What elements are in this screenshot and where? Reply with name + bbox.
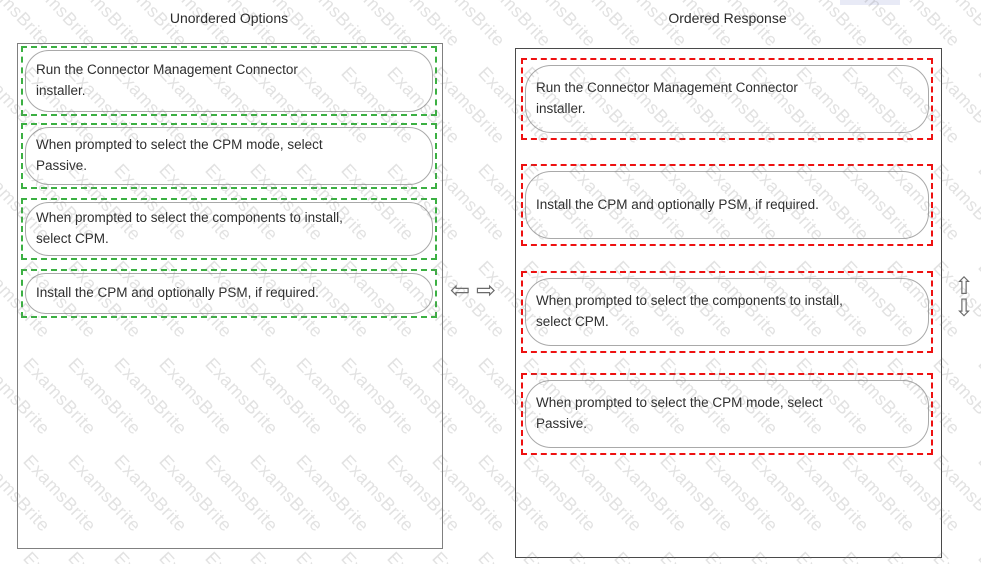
watermark-text: ExamsBrite [200, 548, 282, 564]
watermark-text: ExamsBrite [337, 548, 418, 564]
option-item[interactable]: Run the Connector Management Connector i… [25, 50, 433, 112]
ordered-slot-1[interactable]: Run the Connector Management Connector i… [521, 58, 933, 140]
option-text: When prompted to select the components t… [536, 293, 843, 329]
unordered-slot-1[interactable]: Run the Connector Management Connector i… [21, 46, 437, 116]
down-arrow-icon: ⇩ [953, 294, 975, 322]
option-text: When prompted to select the components t… [36, 210, 343, 246]
watermark-text: ExamsBrite [974, 63, 981, 148]
reorder-controls: ⇧ ⇩ [952, 272, 976, 322]
option-item[interactable]: Install the CPM and optionally PSM, if r… [25, 273, 433, 314]
watermark-text: ExamsBrite [428, 548, 509, 564]
watermark-text: ExamsBrite [18, 548, 100, 564]
option-item[interactable]: When prompted to select the CPM mode, se… [525, 380, 929, 448]
move-left-button[interactable]: ⇦ [448, 276, 472, 304]
option-text: Run the Connector Management Connector i… [536, 80, 798, 116]
ordered-response-panel: Run the Connector Management Connector i… [515, 48, 942, 558]
watermark-text: ExamsBrite [109, 548, 191, 564]
option-text: Install the CPM and optionally PSM, if r… [36, 285, 319, 301]
option-text: Run the Connector Management Connector i… [36, 62, 298, 98]
option-text: When prompted to select the CPM mode, se… [36, 137, 323, 173]
unordered-options-title: Unordered Options [169, 10, 289, 26]
watermark-text: ExamsBrite [974, 354, 981, 439]
up-arrow-icon: ⇧ [953, 272, 975, 300]
watermark-text: ExamsBrite [246, 548, 327, 564]
option-item[interactable]: Run the Connector Management Connector i… [525, 65, 929, 133]
watermark-text: ExamsBrite [974, 0, 981, 51]
option-text: Install the CPM and optionally PSM, if r… [536, 196, 819, 212]
watermark-text: ExamsBrite [382, 548, 464, 564]
option-text: When prompted to select the CPM mode, se… [536, 395, 823, 431]
ordered-slot-2[interactable]: Install the CPM and optionally PSM, if r… [521, 164, 933, 246]
highlight-streak [840, 0, 900, 5]
option-item[interactable]: When prompted to select the components t… [525, 278, 929, 346]
move-right-button[interactable]: ⇨ [474, 276, 498, 304]
watermark-text: ExamsBrite [291, 548, 373, 564]
ordered-slot-3[interactable]: When prompted to select the components t… [521, 271, 933, 353]
watermark-text: ExamsBrite [974, 451, 981, 536]
move-up-button[interactable]: ⇧ [952, 272, 976, 300]
unordered-slot-3[interactable]: When prompted to select the components t… [21, 198, 437, 260]
watermark-text: ExamsBrite [155, 548, 236, 564]
transfer-controls: ⇦ ⇨ [448, 276, 498, 304]
move-down-button[interactable]: ⇩ [952, 294, 976, 322]
right-arrow-icon: ⇨ [475, 276, 497, 304]
watermark-text: ExamsBrite [974, 160, 981, 245]
option-item[interactable]: Install the CPM and optionally PSM, if r… [525, 171, 929, 239]
left-arrow-icon: ⇦ [449, 276, 471, 304]
ordered-response-title: Ordered Response [668, 10, 787, 26]
watermark-text: ExamsBrite [64, 548, 145, 564]
option-item[interactable]: When prompted to select the CPM mode, se… [25, 127, 433, 185]
unordered-slot-2[interactable]: When prompted to select the CPM mode, se… [21, 123, 437, 189]
watermark-text: ExamsBrite [0, 548, 54, 564]
ordered-slot-4[interactable]: When prompted to select the CPM mode, se… [521, 373, 933, 455]
watermark-text: ExamsBrite [974, 548, 981, 564]
unordered-slot-4[interactable]: Install the CPM and optionally PSM, if r… [21, 269, 437, 318]
unordered-options-panel: Run the Connector Management Connector i… [17, 43, 443, 549]
option-item[interactable]: When prompted to select the components t… [25, 202, 433, 256]
